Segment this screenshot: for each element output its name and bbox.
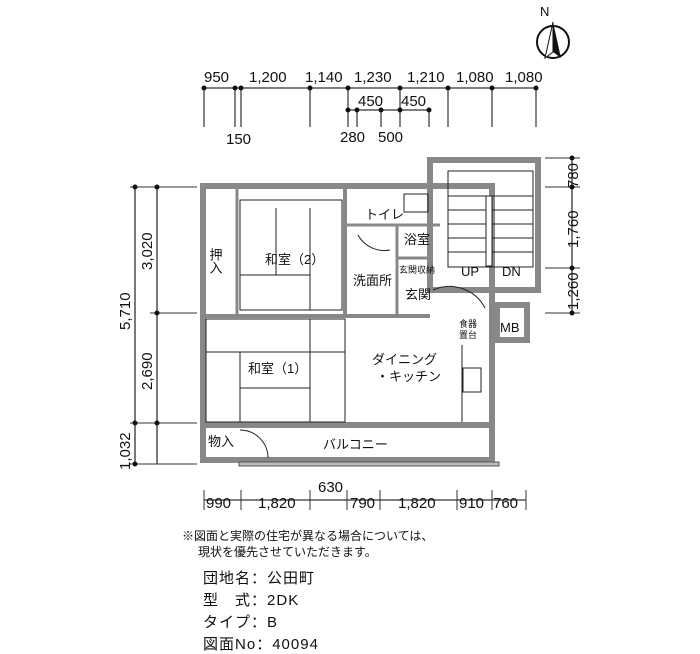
label-senmen: 洗面所: [353, 273, 392, 288]
info-value: B: [267, 614, 279, 631]
dim-top-below: 150: [226, 131, 251, 148]
note-line: 現状を優先させていただきます。: [198, 545, 377, 559]
info-row-type: 型 式：2DK: [203, 592, 300, 609]
dim-bottom: 630: [318, 479, 343, 496]
dim-top: 1,140: [305, 69, 343, 86]
label-washitsu-2: 和室（2）: [265, 252, 324, 267]
dim-right: 1,760: [565, 210, 582, 248]
dim-left: 5,710: [117, 292, 134, 330]
right-dimension-lines: 780 1,760 1,260: [545, 155, 582, 316]
dim-left: 3,020: [139, 232, 156, 270]
top-dimension-lines: 950 1,200 1,140 1,230 1,210 1,080 1,080 …: [201, 69, 543, 148]
label-monoire: 物入: [208, 434, 234, 449]
left-dimension-lines: 5,710 3,020 2,690 1,032: [117, 184, 197, 470]
dim-left: 2,690: [139, 352, 156, 390]
info-value: 公田町: [267, 570, 316, 587]
label-up: UP: [461, 264, 479, 279]
label-genkan: 玄関: [405, 287, 431, 302]
room-labels: 押入 和室（2） 和室（1） トイレ 浴室 洗面所 玄関収納 玄関 UP DN …: [208, 207, 521, 452]
info-label: タイプ: [203, 614, 252, 631]
dim-top: 950: [204, 69, 229, 86]
dim-top: 1,230: [354, 69, 392, 86]
dim-top-inner: 450: [401, 93, 426, 110]
dim-bottom: 910: [459, 495, 484, 512]
label-washitsu-1: 和室（1）: [248, 361, 307, 376]
bottom-dimension-lines: 990 1,820 630 790 1,820 910 760: [203, 479, 527, 512]
info-label: 図面No: [203, 636, 257, 653]
dim-top: 1,080: [505, 69, 543, 86]
dim-top-below: 280: [340, 129, 365, 146]
north-compass-icon: N: [536, 4, 570, 60]
dim-top-inner: 450: [358, 93, 383, 110]
note-line: ※図面と実際の住宅が異なる場合については、: [182, 529, 434, 543]
label-shokki: 置台: [459, 329, 477, 340]
info-row-subtype: タイプ：B: [203, 614, 279, 631]
dim-top: 1,080: [456, 69, 494, 86]
label-dn: DN: [502, 264, 521, 279]
room-details: [205, 170, 534, 467]
compass-label: N: [540, 4, 549, 19]
label-dining: ダイニング: [372, 352, 437, 367]
dim-bottom: 1,820: [398, 495, 436, 512]
dim-bottom: 990: [206, 495, 231, 512]
dim-top-below: 500: [378, 129, 403, 146]
walls: [200, 157, 541, 463]
label-oshiire: 押入: [208, 248, 223, 274]
label-mb: MB: [500, 320, 520, 335]
info-label: 団地名: [203, 570, 252, 587]
dim-bottom: 760: [493, 495, 518, 512]
label-balcony: バルコニー: [323, 437, 388, 452]
label-toilet: トイレ: [365, 207, 404, 222]
info-label: 型 式: [203, 592, 252, 609]
label-kitchen: ・キッチン: [376, 369, 441, 384]
label-bath: 浴室: [404, 232, 430, 247]
info-value: 40094: [272, 636, 319, 653]
info-value: 2DK: [267, 592, 300, 609]
dim-left: 1,032: [117, 432, 134, 470]
dim-bottom: 1,820: [258, 495, 296, 512]
dim-top: 1,210: [407, 69, 445, 86]
label-genkan-storage: 玄関収納: [399, 264, 435, 275]
info-row-danchi: 団地名：公田町: [203, 570, 316, 587]
dim-right: 1,260: [565, 272, 582, 310]
dim-bottom: 790: [350, 495, 375, 512]
info-row-drawing-no: 図面No：40094: [203, 636, 319, 653]
label-shokki: 食器: [459, 318, 477, 329]
dim-right: 780: [565, 163, 582, 188]
dim-top: 1,200: [249, 69, 287, 86]
